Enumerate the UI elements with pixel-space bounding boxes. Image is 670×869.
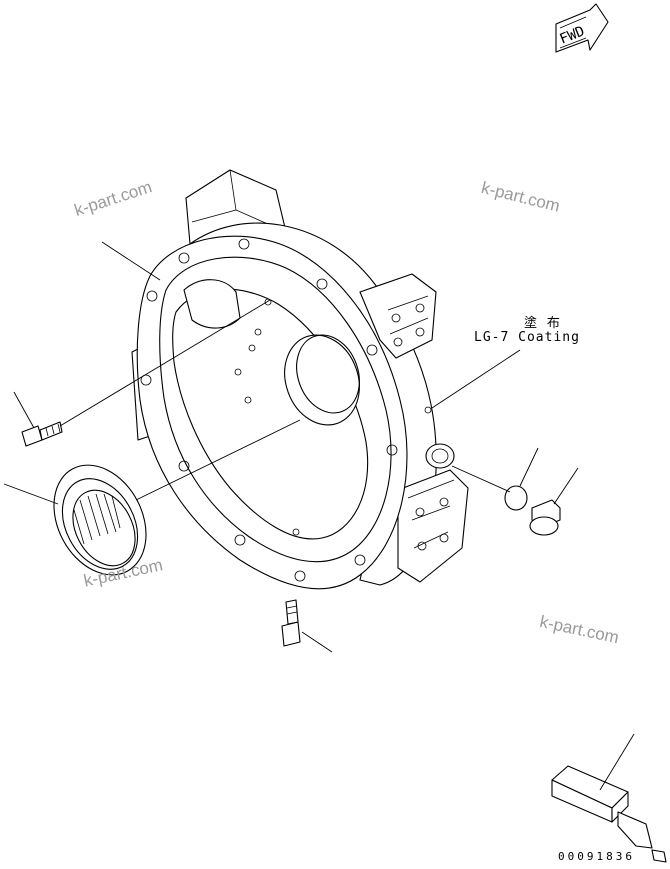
o-ring bbox=[504, 485, 528, 511]
coating-note-japanese: 塗 布 bbox=[524, 316, 561, 331]
forward-arrow-icon: FWD bbox=[555, 3, 609, 53]
drawing-number: 00091836 bbox=[558, 850, 635, 863]
flywheel-housing bbox=[131, 169, 469, 590]
plug bbox=[529, 499, 561, 536]
bolt bbox=[21, 421, 63, 447]
sealant-tube bbox=[551, 765, 667, 863]
coating-note-english: LG-7 Coating bbox=[474, 330, 580, 345]
drain-bolt bbox=[281, 599, 301, 647]
leader-lines bbox=[3, 241, 635, 791]
oil-seal bbox=[53, 464, 147, 576]
